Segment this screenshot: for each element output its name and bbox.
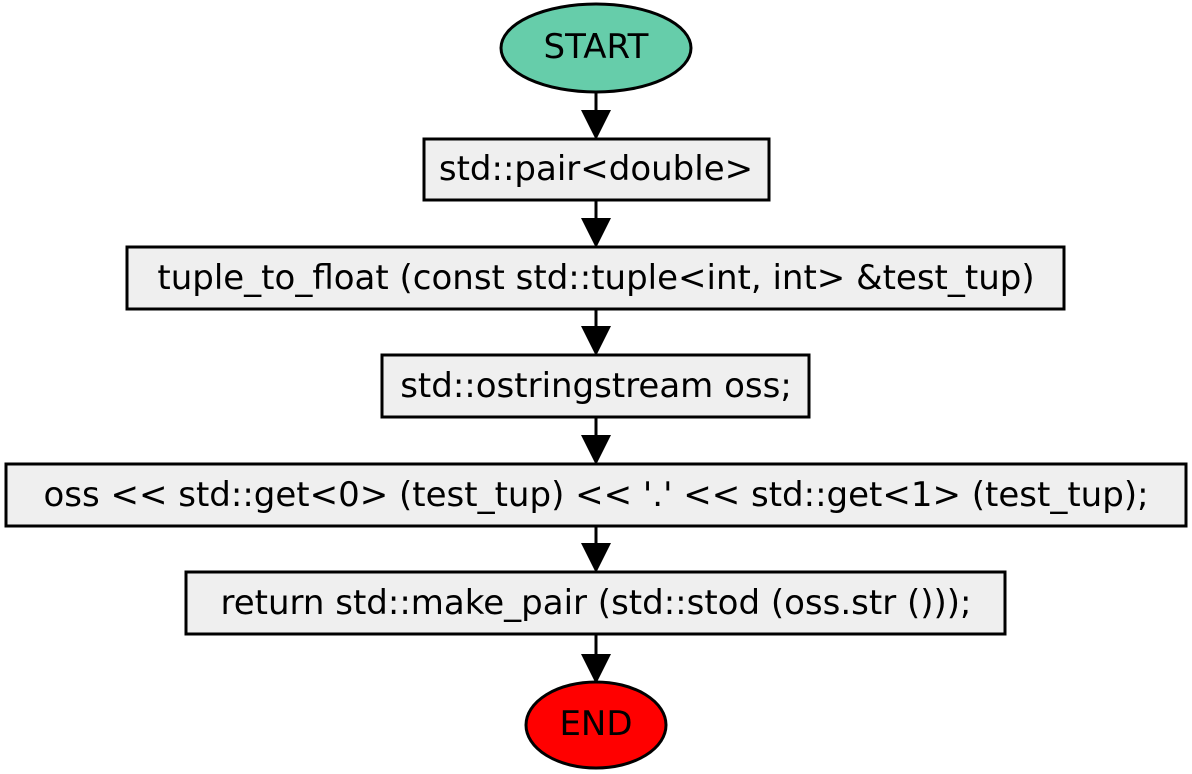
start-ellipse [499, 2, 693, 94]
step-label-3: std::ostringstream oss; [400, 366, 792, 406]
step-label-2: tuple_to_float (const std::tuple<int, in… [157, 258, 1034, 298]
step-label-4: oss << std::get<0> (test_tup) << '.' << … [43, 475, 1148, 515]
step-box-4 [4, 462, 1188, 528]
step-node-1: std::pair<double> [422, 137, 771, 202]
step-node-2: tuple_to_float (const std::tuple<int, in… [125, 245, 1066, 311]
start-node: START [499, 2, 693, 94]
end-label: END [559, 704, 632, 744]
step-node-4: oss << std::get<0> (test_tup) << '.' << … [4, 462, 1188, 528]
step-box-3 [380, 353, 811, 419]
end-node: END [524, 680, 668, 770]
end-ellipse [524, 680, 668, 770]
step-label-1: std::pair<double> [439, 149, 753, 189]
step-label-5: return std::make_pair (std::stod (oss.st… [221, 583, 972, 623]
step-box-2 [125, 245, 1066, 311]
step-node-5: return std::make_pair (std::stod (oss.st… [184, 570, 1007, 636]
step-box-5 [184, 570, 1007, 636]
start-label: START [544, 27, 649, 67]
step-node-3: std::ostringstream oss; [380, 353, 811, 419]
step-box-1 [422, 137, 771, 202]
